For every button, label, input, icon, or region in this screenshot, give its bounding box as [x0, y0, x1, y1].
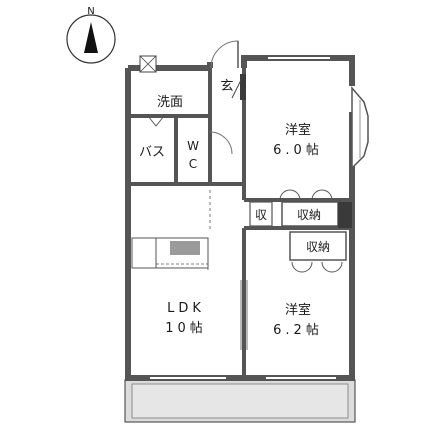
- ldk-name: LDK: [167, 301, 205, 316]
- western-room-2-size: 6.2帖: [273, 323, 323, 338]
- storage-small-box: [249, 201, 273, 227]
- meter-box: [139, 55, 157, 73]
- wc-label-w: W: [187, 139, 199, 153]
- closet-2-box: [289, 231, 347, 261]
- bath-door: [147, 115, 165, 127]
- compass: N: [66, 6, 116, 64]
- closet-1-box: [281, 201, 339, 227]
- entrance-label: 玄: [220, 79, 233, 94]
- closet-doors-1: [279, 189, 333, 201]
- closet-1-label: 収納: [297, 208, 321, 222]
- storage-small-label: 収: [255, 208, 267, 222]
- western-room-1-size: 6.0帖: [273, 143, 323, 158]
- north-arrow-icon: [84, 22, 98, 53]
- ldk-size: 10帖: [165, 321, 207, 336]
- washroom-label: 洗面: [157, 95, 183, 110]
- western-room-1-name: 洋室: [285, 122, 311, 138]
- western-room-2-name: 洋室: [285, 302, 311, 318]
- bath-label: バス: [139, 145, 165, 160]
- wc-label-c: C: [189, 157, 197, 171]
- north-label: N: [87, 6, 94, 17]
- balcony-inner: [131, 383, 349, 419]
- kitchen-counter: [131, 237, 209, 270]
- kitchen-sink-icon: [170, 241, 200, 255]
- wc-door-swing: [209, 131, 233, 155]
- entrance-door-swing: [210, 40, 239, 69]
- closet-doors-2: [291, 261, 343, 273]
- closet-2-label: 収納: [306, 240, 330, 254]
